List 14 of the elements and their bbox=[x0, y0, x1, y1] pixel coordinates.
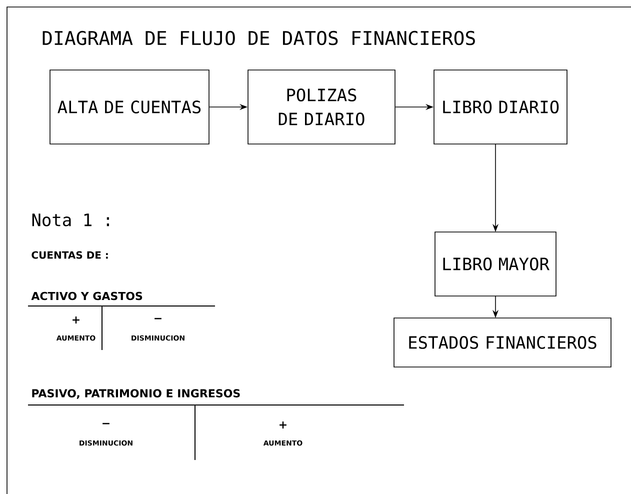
process-box: POLIZAS DE DIARIO bbox=[248, 70, 396, 144]
minus-sign: − bbox=[154, 318, 162, 320]
process-box: ESTADOS FINANCIEROS bbox=[394, 318, 612, 368]
process-box: ALTA DE CUENTAS bbox=[50, 70, 210, 144]
minus-sign: − bbox=[102, 422, 110, 424]
title: DIAGRAMA DE FLUJO DE DATOS FINANCIEROS bbox=[42, 30, 475, 46]
plus-sign: + bbox=[280, 422, 286, 428]
label-text: CUENTAS DE : bbox=[32, 251, 108, 259]
process-box: LIBRO MAYOR bbox=[434, 232, 556, 296]
plus-sign: + bbox=[72, 316, 80, 324]
note-heading: Nota 1 : bbox=[32, 214, 109, 226]
process-box: LIBRO DIARIO bbox=[434, 70, 568, 144]
account-heading: ACTIVO Y GASTOS bbox=[31, 292, 142, 300]
account-heading: PASIVO, PATRIMONIO E INGRESOS bbox=[32, 389, 240, 399]
